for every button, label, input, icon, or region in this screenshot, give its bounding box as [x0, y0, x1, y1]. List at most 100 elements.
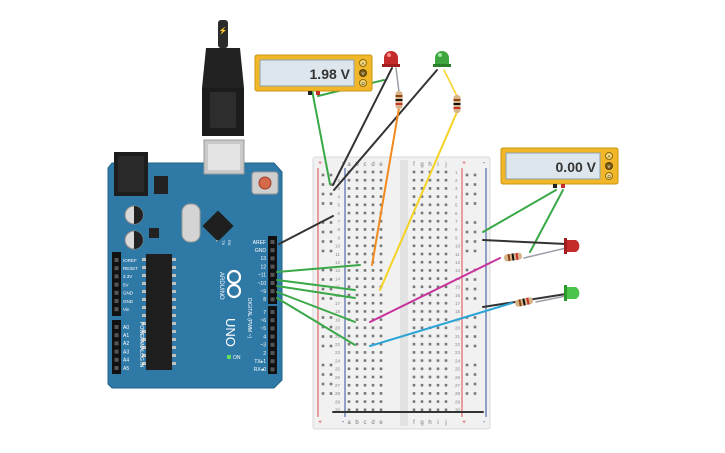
pin-label: IOREF	[123, 258, 137, 263]
arduino-model: UNO	[223, 318, 238, 347]
multimeter-2-mode-buttons[interactable]: A V Ω	[605, 152, 613, 180]
wire-pin8[interactable]	[276, 297, 356, 346]
pin-label: A4	[123, 358, 129, 364]
column-label: d	[371, 420, 374, 426]
resistor-3[interactable]	[503, 252, 523, 262]
wire-gnd[interactable]	[278, 215, 334, 245]
led-red-right[interactable]	[564, 238, 580, 254]
resistor-4[interactable]	[514, 297, 533, 308]
column-label: c	[364, 420, 367, 426]
column-label: b	[355, 420, 359, 426]
multimeter-1[interactable]: 1.98 V A V Ω	[254, 54, 373, 95]
analog-header[interactable]	[112, 320, 121, 374]
rail-marker: +	[318, 419, 322, 426]
column-label: b	[355, 162, 359, 168]
row-label: 22	[335, 342, 341, 347]
row-label: 8	[337, 227, 340, 232]
led-green-top[interactable]	[433, 51, 451, 67]
wire-magenta[interactable]	[369, 257, 501, 323]
wire-pin12[interactable]	[276, 264, 361, 273]
row-label: 7	[337, 219, 340, 224]
row-label: 26	[455, 375, 461, 380]
row-label: 27	[335, 383, 341, 388]
column-label: c	[364, 162, 367, 168]
wire-mm1-probe[interactable]	[311, 89, 331, 185]
usb-bolt-icon: ⚡	[219, 26, 228, 35]
row-label: 9	[455, 235, 458, 240]
analog-label: ANALOG IN	[138, 340, 144, 368]
wire-pin9[interactable]	[276, 291, 356, 323]
resistor-2[interactable]	[453, 95, 461, 113]
resistor-1[interactable]	[395, 91, 403, 109]
row-label: 20	[335, 326, 341, 331]
row-label: 21	[335, 334, 341, 339]
pin-label: A5	[123, 366, 129, 372]
digital-header-top[interactable]	[268, 236, 277, 304]
led-green-right[interactable]	[564, 285, 580, 301]
pin-label: 2	[263, 351, 266, 357]
pin-label: A3	[123, 349, 129, 355]
column-label: g	[420, 162, 423, 168]
row-label: 21	[455, 334, 461, 339]
wire-pin10[interactable]	[276, 285, 356, 299]
pin-label: 4	[263, 334, 266, 340]
row-label: 14	[335, 276, 341, 281]
row-label: 23	[455, 350, 461, 355]
row-label: 3	[455, 186, 458, 191]
row-label: 26	[335, 375, 341, 380]
column-label: d	[371, 162, 374, 168]
rail-marker: +	[462, 160, 466, 167]
pin-label: 12	[260, 264, 266, 270]
row-label: 29	[455, 399, 461, 404]
row-label: 29	[335, 399, 341, 404]
pin-label: Vin	[123, 307, 130, 312]
led-red-top[interactable]	[382, 51, 400, 67]
tx-label: TX	[221, 240, 226, 245]
row-label: 13	[455, 268, 461, 273]
row-label: 7	[455, 219, 458, 224]
row-label: 30	[455, 408, 461, 413]
row-label: 25	[455, 367, 461, 372]
row-label: 22	[455, 342, 461, 347]
pin-label: GND	[255, 248, 267, 254]
pin-label: 7	[263, 310, 266, 316]
row-label: 24	[455, 358, 461, 363]
column-label: g	[420, 420, 423, 426]
row-label: 10	[455, 244, 461, 249]
pin-label: AREF	[253, 240, 266, 246]
row-label: 19	[335, 317, 341, 322]
wire-red-led-cathode[interactable]	[332, 67, 393, 186]
row-label: 5	[337, 203, 340, 208]
breadboard-holes[interactable]	[321, 170, 477, 412]
row-label: 11	[335, 252, 340, 257]
row-label: 4	[455, 194, 458, 199]
wire-yellow[interactable]	[379, 111, 458, 291]
wire-mm2-probe[interactable]	[482, 189, 557, 233]
pin-label: TX▸1	[254, 359, 266, 365]
arduino-uno-board[interactable]: ⚡ ARDUINO UNO DIGITAL (PWM ~)	[107, 20, 283, 389]
column-label: f	[413, 420, 415, 426]
row-label: 2	[455, 178, 458, 183]
row-label: 18	[455, 309, 461, 314]
arduino-brand: ARDUINO	[218, 272, 224, 300]
wire-pin11[interactable]	[276, 279, 356, 291]
pin-label: ~3	[260, 343, 266, 349]
pin-label: 13	[260, 256, 266, 262]
row-label: 16	[455, 293, 461, 298]
row-label: 15	[455, 285, 461, 290]
wire-blue[interactable]	[369, 302, 513, 347]
pin-label: RESET	[123, 266, 138, 271]
digital-header-bottom[interactable]	[268, 306, 277, 374]
column-label: e	[379, 162, 383, 168]
wire-green-led-cathode[interactable]	[333, 69, 438, 191]
column-label: h	[428, 162, 431, 168]
row-label: 1	[455, 170, 458, 175]
multimeter-2[interactable]: 0.00 V A V Ω	[500, 147, 619, 188]
wire-orange[interactable]	[371, 107, 400, 266]
wire-red-led2-cathode[interactable]	[482, 239, 567, 245]
row-label: 24	[335, 358, 341, 363]
multimeter-1-mode-buttons[interactable]: A V Ω	[359, 59, 367, 87]
